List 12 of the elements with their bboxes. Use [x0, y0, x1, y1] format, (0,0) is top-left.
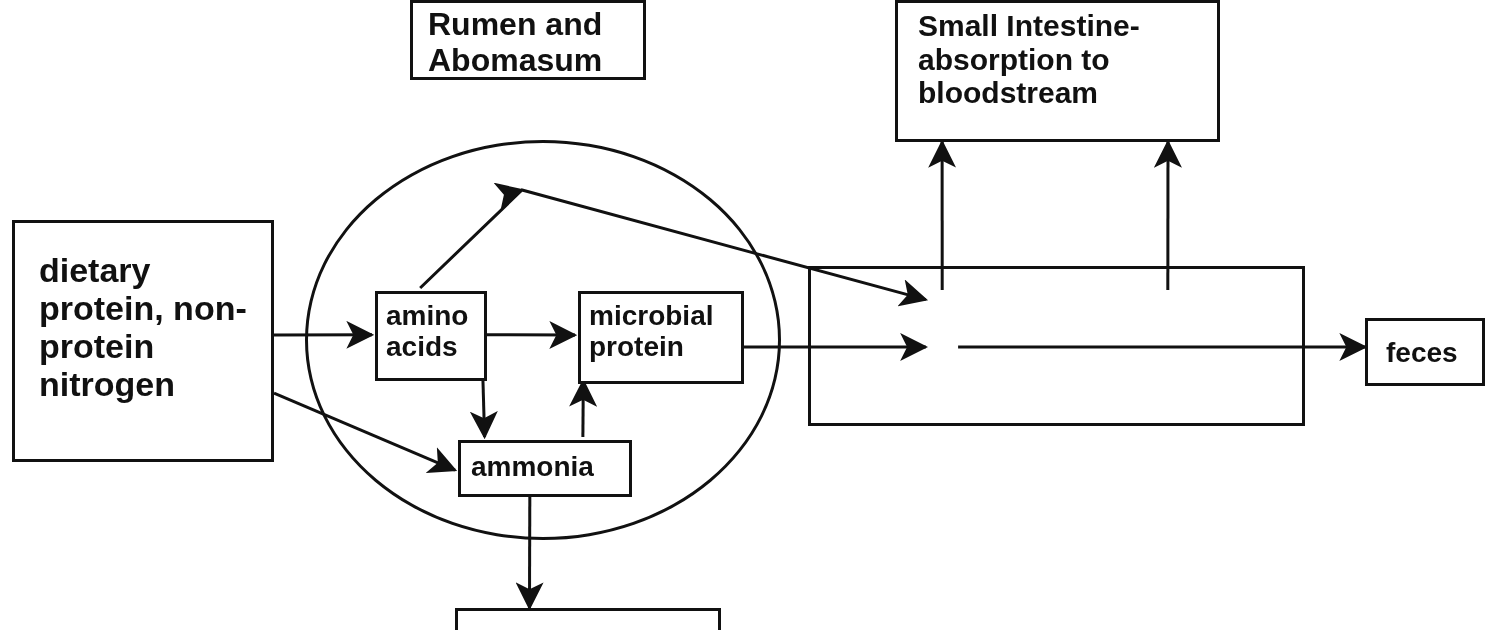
arrow — [419, 183, 928, 307]
stomach-label-box: Rumen and Abomasum — [410, 0, 646, 80]
stomach-circle — [305, 140, 781, 540]
process-box: amino acids — [375, 291, 487, 381]
source-box: dietary protein, non-protein nitrogen — [12, 220, 274, 462]
output-box: feces — [1365, 318, 1485, 386]
intestine-label-box: Small Intestine- absorption to bloodstream — [895, 0, 1220, 142]
process-box: microbial protein — [578, 291, 744, 384]
arrow — [274, 320, 375, 349]
intestine-box — [808, 266, 1305, 426]
arrow — [273, 391, 458, 473]
process-box: ammonia — [458, 440, 632, 497]
